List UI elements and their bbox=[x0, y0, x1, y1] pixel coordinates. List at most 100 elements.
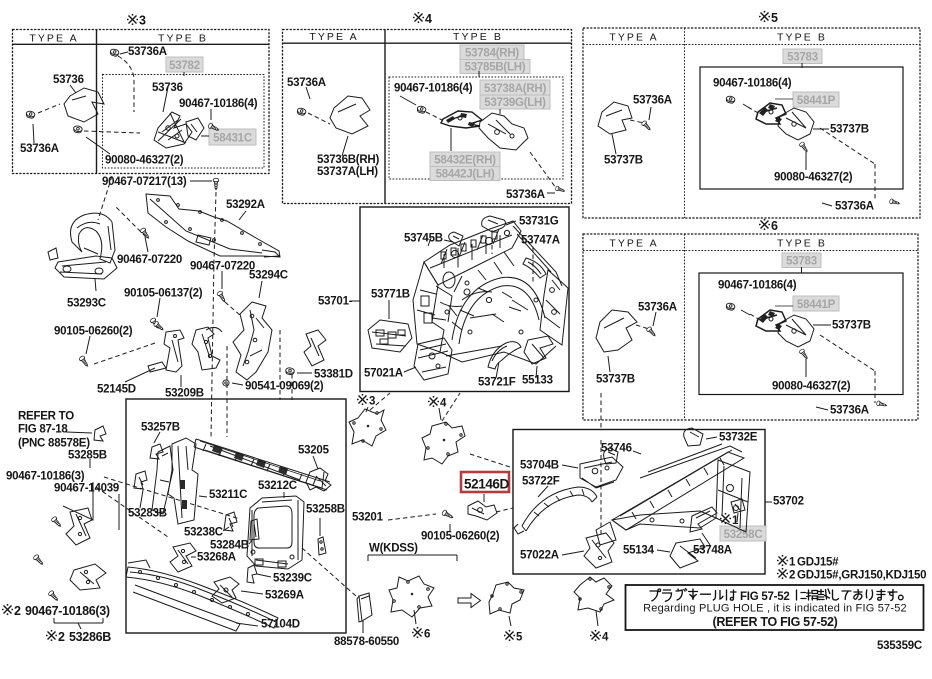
svg-text:6: 6 bbox=[424, 629, 430, 641]
svg-text:90105-06137(2): 90105-06137(2) bbox=[124, 288, 203, 300]
svg-text:Regarding PLUG HOLE , it is: Regarding PLUG HOLE , it is indicated in… bbox=[643, 603, 907, 615]
svg-text:4: 4 bbox=[602, 632, 609, 644]
svg-text:53736: 53736 bbox=[53, 74, 84, 86]
svg-text:53771B: 53771B bbox=[371, 289, 410, 301]
svg-text:3: 3 bbox=[369, 396, 375, 408]
svg-text:53736A: 53736A bbox=[835, 201, 874, 213]
svg-text:53748A: 53748A bbox=[693, 545, 732, 557]
svg-text:53737B: 53737B bbox=[832, 320, 871, 332]
svg-text:53722F: 53722F bbox=[522, 476, 560, 488]
svg-text:53736A: 53736A bbox=[287, 77, 326, 89]
svg-text:90467-07220: 90467-07220 bbox=[117, 254, 182, 266]
svg-text:53381D: 53381D bbox=[314, 369, 353, 381]
svg-text:5: 5 bbox=[771, 11, 778, 25]
svg-text:53737A(LH): 53737A(LH) bbox=[317, 166, 378, 178]
svg-text:55134: 55134 bbox=[623, 545, 655, 557]
svg-text:53736B(RH): 53736B(RH) bbox=[317, 154, 379, 166]
svg-text:90467-10186(3): 90467-10186(3) bbox=[6, 471, 85, 483]
svg-text:TYPE B: TYPE B bbox=[158, 33, 208, 45]
svg-text:53701-: 53701- bbox=[318, 296, 353, 308]
svg-text:90467-10186(4): 90467-10186(4) bbox=[713, 78, 792, 90]
svg-text:58431C: 58431C bbox=[213, 133, 252, 145]
svg-text:53702: 53702 bbox=[773, 496, 804, 508]
svg-text:53239C: 53239C bbox=[273, 573, 312, 585]
svg-text:FIG 57-52: FIG 57-52 bbox=[740, 591, 790, 603]
svg-text:55133: 55133 bbox=[522, 375, 553, 387]
svg-text:6: 6 bbox=[771, 219, 778, 233]
svg-text:53736A: 53736A bbox=[128, 46, 167, 58]
svg-text:53283B: 53283B bbox=[128, 508, 167, 520]
svg-text:53783: 53783 bbox=[787, 52, 818, 64]
svg-text:53721F: 53721F bbox=[478, 377, 516, 389]
svg-text:53257B: 53257B bbox=[141, 422, 180, 434]
svg-text:(REFER TO FIG 57-52): (REFER TO FIG 57-52) bbox=[712, 615, 837, 629]
svg-text:53785B(LH): 53785B(LH) bbox=[465, 62, 526, 74]
svg-text:53258B: 53258B bbox=[306, 504, 345, 516]
svg-text:53238C: 53238C bbox=[184, 527, 223, 539]
svg-text:53737B: 53737B bbox=[596, 374, 635, 386]
svg-text:88578-60550: 88578-60550 bbox=[334, 636, 399, 648]
svg-text:90467-07220: 90467-07220 bbox=[190, 261, 255, 273]
svg-text:53269A: 53269A bbox=[265, 590, 304, 602]
svg-text:58442J(LH): 58442J(LH) bbox=[436, 169, 495, 181]
svg-text:53736A: 53736A bbox=[506, 189, 545, 201]
svg-text:GDJ15#: GDJ15# bbox=[797, 557, 839, 569]
svg-text:57022A: 57022A bbox=[520, 550, 559, 562]
svg-text:90467-10186(4): 90467-10186(4) bbox=[179, 98, 258, 110]
svg-text:FIG 87-18: FIG 87-18 bbox=[18, 424, 68, 436]
svg-text:TYPE B: TYPE B bbox=[777, 32, 827, 44]
svg-text:535359C: 535359C bbox=[877, 640, 922, 652]
svg-text:REFER TO: REFER TO bbox=[18, 411, 74, 423]
svg-text:90467-07217(13): 90467-07217(13) bbox=[102, 176, 187, 188]
svg-text:3: 3 bbox=[139, 14, 146, 28]
svg-text:53745B: 53745B bbox=[404, 233, 443, 245]
svg-text:4: 4 bbox=[440, 398, 447, 410]
svg-text:90105-06260(2): 90105-06260(2) bbox=[421, 531, 500, 543]
svg-text:90541-09069(2): 90541-09069(2) bbox=[245, 381, 324, 393]
svg-text:52146D: 52146D bbox=[464, 477, 510, 492]
svg-text:W(KDSS): W(KDSS) bbox=[369, 543, 418, 555]
svg-text:1: 1 bbox=[789, 557, 796, 569]
svg-text:GDJ15#,GRJ150,KDJ150: GDJ15#,GRJ150,KDJ150 bbox=[797, 570, 926, 582]
svg-text:53286B: 53286B bbox=[69, 630, 111, 644]
svg-text:53782: 53782 bbox=[169, 60, 200, 72]
svg-text:4: 4 bbox=[425, 12, 432, 26]
svg-text:53737B: 53737B bbox=[604, 155, 643, 167]
svg-text:TYPE A: TYPE A bbox=[609, 32, 658, 44]
svg-text:2: 2 bbox=[58, 630, 65, 644]
svg-text:58432E(RH): 58432E(RH) bbox=[434, 155, 496, 167]
svg-text:53294C: 53294C bbox=[249, 270, 288, 282]
svg-text:1: 1 bbox=[732, 515, 739, 527]
svg-text:53736A: 53736A bbox=[830, 405, 869, 417]
svg-text:52145D: 52145D bbox=[97, 384, 136, 396]
svg-text:53292A: 53292A bbox=[226, 199, 265, 211]
svg-text:53736A: 53736A bbox=[633, 95, 672, 107]
svg-text:53731G: 53731G bbox=[519, 216, 559, 228]
svg-text:2: 2 bbox=[14, 604, 21, 618]
svg-text:TYPE A: TYPE A bbox=[309, 31, 358, 43]
svg-text:53201: 53201 bbox=[352, 512, 384, 524]
svg-text:53704B: 53704B bbox=[520, 460, 559, 472]
svg-text:53738A(RH): 53738A(RH) bbox=[484, 83, 546, 95]
svg-text:53285B: 53285B bbox=[68, 450, 107, 462]
svg-text:53209B: 53209B bbox=[165, 388, 204, 400]
svg-text:57021A: 57021A bbox=[364, 368, 403, 380]
svg-text:90080-46327(2): 90080-46327(2) bbox=[772, 381, 851, 393]
svg-text:90080-46327(2): 90080-46327(2) bbox=[105, 155, 184, 167]
svg-text:90467-14039: 90467-14039 bbox=[54, 483, 119, 495]
svg-text:(PNC 88578E): (PNC 88578E) bbox=[18, 438, 90, 450]
svg-text:53268A: 53268A bbox=[197, 552, 236, 564]
svg-text:53205: 53205 bbox=[298, 445, 330, 457]
svg-text:TYPE B: TYPE B bbox=[777, 238, 827, 250]
svg-text:53293C: 53293C bbox=[67, 298, 106, 310]
svg-text:TYPE A: TYPE A bbox=[609, 238, 658, 250]
svg-text:53736A: 53736A bbox=[638, 302, 677, 314]
svg-text:2: 2 bbox=[789, 570, 795, 582]
svg-text:53212C: 53212C bbox=[258, 480, 297, 492]
svg-text:53784(RH): 53784(RH) bbox=[465, 48, 519, 60]
svg-text:58441P: 58441P bbox=[797, 299, 836, 311]
svg-text:TYPE A: TYPE A bbox=[29, 33, 78, 45]
svg-text:90105-06260(2): 90105-06260(2) bbox=[54, 326, 133, 338]
svg-text:90467-10186(3): 90467-10186(3) bbox=[25, 604, 110, 618]
svg-text:53746: 53746 bbox=[601, 443, 632, 455]
